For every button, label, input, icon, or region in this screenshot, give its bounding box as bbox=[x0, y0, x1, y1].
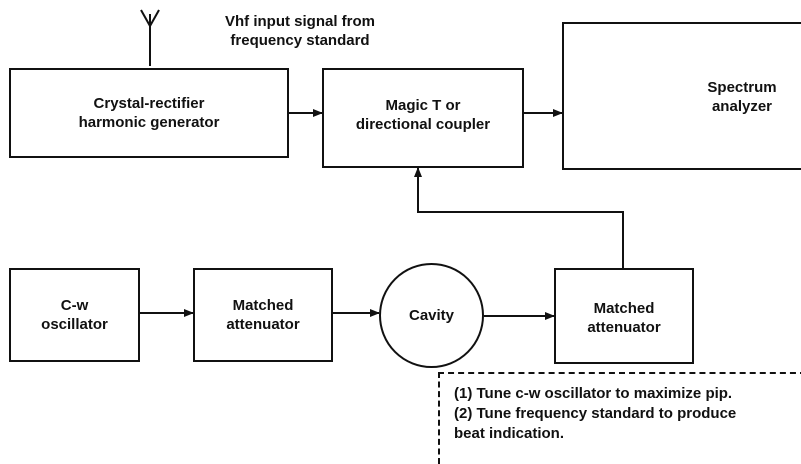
attenuator-2-line-1: Matched bbox=[593, 300, 655, 317]
spectrum-analyzer-block bbox=[562, 22, 801, 170]
spectrum-analyzer-line-2: analyzer bbox=[711, 98, 773, 115]
input-signal-line-1: Vhf input signal from bbox=[225, 13, 375, 30]
attenuator-1-line-2: attenuator bbox=[226, 316, 300, 333]
attenuator-1-line-1: Matched bbox=[232, 297, 294, 314]
magic-t-label: Magic T or directional coupler bbox=[322, 96, 524, 134]
magic-t-line-1: Magic T or bbox=[385, 97, 461, 114]
input-signal-label: Vhf input signal from frequency standard bbox=[180, 12, 420, 50]
cw-oscillator-line-2: oscillator bbox=[41, 316, 108, 333]
input-signal-line-2: frequency standard bbox=[230, 32, 370, 49]
spectrum-analyzer-label: Spectrum analyzer bbox=[682, 78, 801, 116]
antenna-icon bbox=[140, 9, 160, 66]
harmonic-generator-line-1: Crystal-rectifier bbox=[93, 95, 205, 112]
arrow-attenuator-to-magic-t bbox=[414, 167, 624, 268]
matched-attenuator-2-label: Matched attenuator bbox=[554, 299, 694, 337]
cavity-circle bbox=[379, 263, 484, 368]
matched-attenuator-1-block bbox=[193, 268, 333, 362]
cw-oscillator-line-1: C-w bbox=[60, 297, 89, 314]
cavity-text: Cavity bbox=[408, 307, 455, 324]
cw-oscillator-block bbox=[9, 268, 140, 362]
harmonic-generator-line-2: harmonic generator bbox=[78, 114, 220, 131]
harmonic-generator-label: Crystal-rectifier harmonic generator bbox=[9, 94, 289, 132]
magic-t-block bbox=[322, 68, 524, 168]
instruction-2: (2) Tune frequency standard to produce bbox=[454, 405, 737, 422]
cavity-label: Cavity bbox=[379, 306, 484, 325]
spectrum-analyzer-line-1: Spectrum bbox=[707, 79, 777, 96]
cw-oscillator-label: C-w oscillator bbox=[9, 296, 140, 334]
magic-t-line-2: directional coupler bbox=[355, 116, 491, 133]
matched-attenuator-2-block bbox=[554, 268, 694, 364]
matched-attenuator-1-label: Matched attenuator bbox=[193, 296, 333, 334]
attenuator-2-line-2: attenuator bbox=[587, 319, 661, 336]
instructions-text: (1) Tune c-w oscillator to maximize pip.… bbox=[454, 384, 736, 444]
instruction-1: (1) Tune c-w oscillator to maximize pip. bbox=[454, 385, 733, 402]
instructions-box bbox=[438, 372, 801, 464]
harmonic-generator-block bbox=[9, 68, 289, 158]
instruction-2-cont: beat indication. bbox=[454, 425, 565, 442]
